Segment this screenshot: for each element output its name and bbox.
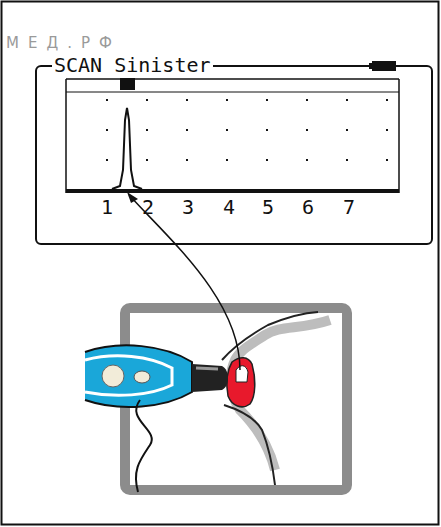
signal-peak xyxy=(112,108,142,189)
probe-body xyxy=(85,345,192,407)
position-marker xyxy=(120,78,135,90)
axis-number: 3 xyxy=(182,197,194,217)
screen-title: SCAN Sinister xyxy=(52,55,213,75)
graph-border xyxy=(398,79,400,193)
probe-cable xyxy=(136,400,152,492)
device-screen: SCAN Sinister xyxy=(35,65,433,245)
probe-button xyxy=(134,371,150,383)
probe-tip xyxy=(192,364,228,392)
axis-number: 4 xyxy=(223,197,235,217)
axis-number: 5 xyxy=(262,197,274,217)
grid-dots xyxy=(106,99,388,161)
sinus-cavity xyxy=(227,358,255,407)
face-outline xyxy=(222,312,318,485)
top-bar-line xyxy=(66,78,399,80)
graph-baseline xyxy=(66,189,399,193)
probe-stripe xyxy=(85,356,172,395)
axis-number: 6 xyxy=(302,197,314,217)
probe-button xyxy=(102,365,124,387)
graph-border xyxy=(65,79,67,193)
probe-tip-shine xyxy=(196,368,218,369)
pointer-line xyxy=(130,196,240,370)
axis-number: 2 xyxy=(142,197,154,217)
watermark: МЕД.РФ xyxy=(6,36,121,51)
axis-number: 1 xyxy=(101,197,113,217)
axis-number: 7 xyxy=(343,197,355,217)
sinus-highlight xyxy=(236,366,248,382)
pointer-head xyxy=(127,192,138,203)
top-bar-line xyxy=(66,92,399,93)
